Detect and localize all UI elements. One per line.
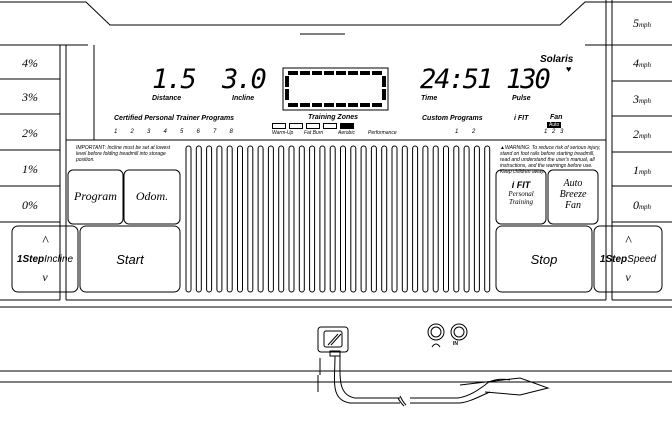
- headphone-jack[interactable]: [428, 340, 444, 348]
- custom-program-2: 2: [472, 129, 476, 135]
- zone-fatburn: Fat Burn: [304, 130, 324, 136]
- speed-preset-5[interactable]: 5mph: [632, 16, 652, 30]
- certified-program-8: 8: [229, 129, 233, 135]
- speed-control: ^ 1StepSpeed v: [594, 226, 662, 292]
- fan-speed-3: 3: [560, 129, 564, 135]
- ifit-indicator: i FIT: [514, 115, 529, 122]
- audio-in-label: IN: [453, 341, 458, 347]
- incline-down-button[interactable]: v: [42, 270, 48, 284]
- speed-down-button[interactable]: v: [625, 270, 631, 284]
- zone-indicator-fatburn: [289, 123, 303, 129]
- important-notice: IMPORTANT: Incline must be set at lowest…: [76, 145, 171, 163]
- custom-programs-title: Custom Programs: [422, 115, 483, 122]
- safety-clip[interactable]: [460, 376, 550, 398]
- speed-preset-4[interactable]: 4mph: [632, 56, 652, 70]
- training-zones-title: Training Zones: [308, 114, 359, 121]
- brand-logo: Solaris: [540, 54, 574, 65]
- incline-label: 1StepIncline: [16, 254, 74, 265]
- incline-preset-0[interactable]: 0%: [22, 198, 38, 212]
- heart-icon: ♥: [566, 64, 572, 74]
- zone-indicator-performance-2: [340, 123, 354, 129]
- incline-preset-3[interactable]: 3%: [22, 90, 38, 104]
- incline-control: ^ 1StepIncline v: [12, 226, 78, 292]
- fan-title: Fan: [550, 114, 563, 121]
- certified-program-2: 2: [130, 129, 134, 135]
- custom-program-1: 1: [455, 129, 459, 135]
- safety-key[interactable]: [318, 327, 348, 352]
- incline-up-button[interactable]: ^: [42, 234, 48, 249]
- fan-speed-1: 1: [544, 129, 548, 135]
- ifit-button-title: i FIT: [511, 180, 531, 190]
- program-button[interactable]: Program: [74, 189, 117, 203]
- fan-button-line3: Fan: [564, 200, 582, 211]
- fan-speed-2: 2: [552, 129, 556, 135]
- distance-value: 1.5: [152, 64, 197, 95]
- certified-program-1: 1: [114, 129, 118, 135]
- zone-indicator-performance-1: [323, 123, 337, 129]
- start-button[interactable]: Start: [116, 252, 144, 267]
- time-label: Time: [421, 95, 438, 102]
- fan-auto-indicator: Auto: [547, 122, 562, 128]
- speed-preset-3[interactable]: 3mph: [632, 92, 652, 106]
- time-value: 24:51: [420, 64, 493, 95]
- fan-button-line2: Breeze: [559, 189, 587, 200]
- zone-indicator-warmup: [272, 123, 286, 129]
- certified-program-5: 5: [180, 129, 184, 135]
- incline-preset-4[interactable]: 4%: [22, 56, 38, 70]
- zone-warmup: Warm-Up: [272, 130, 294, 136]
- speed-up-button[interactable]: ^: [625, 234, 631, 249]
- certified-program-3: 3: [147, 129, 151, 135]
- certified-program-7: 7: [213, 129, 217, 135]
- pulse-value: 130: [506, 64, 551, 95]
- certified-programs-title: Certified Personal Trainer Programs: [114, 115, 235, 122]
- speed-preset-2[interactable]: 2mph: [632, 127, 652, 141]
- speed-label: 1StepSpeed: [599, 254, 657, 265]
- odometer-button[interactable]: Odom.: [135, 189, 169, 203]
- certified-program-6: 6: [196, 129, 200, 135]
- speed-preset-0[interactable]: 0mph: [632, 198, 652, 212]
- certified-program-4: 4: [163, 129, 167, 135]
- ifit-button[interactable]: i FIT Personal Training: [496, 180, 546, 206]
- zone-performance: Performance: [368, 130, 397, 136]
- warning-notice: ▲WARNING: To reduce risk of serious inju…: [500, 145, 601, 175]
- incline-preset-2[interactable]: 2%: [22, 126, 38, 140]
- distance-label: Distance: [152, 95, 182, 102]
- fan-button-line1: Auto: [563, 178, 583, 189]
- ifit-button-sub1: Personal: [508, 190, 534, 198]
- zone-aerobic: Aerobic: [338, 130, 355, 136]
- pulse-label: Pulse: [512, 95, 531, 102]
- auto-breeze-fan-button[interactable]: Auto Breeze Fan: [548, 178, 598, 211]
- speed-preset-1[interactable]: 1mph: [632, 163, 652, 177]
- ifit-button-sub2: Training: [508, 198, 534, 206]
- incline-display-label: Incline: [232, 95, 255, 102]
- incline-preset-1[interactable]: 1%: [22, 162, 38, 176]
- incline-value: 3.0: [222, 64, 267, 95]
- stop-button[interactable]: Stop: [530, 252, 558, 267]
- zone-indicator-aerobic: [306, 123, 320, 129]
